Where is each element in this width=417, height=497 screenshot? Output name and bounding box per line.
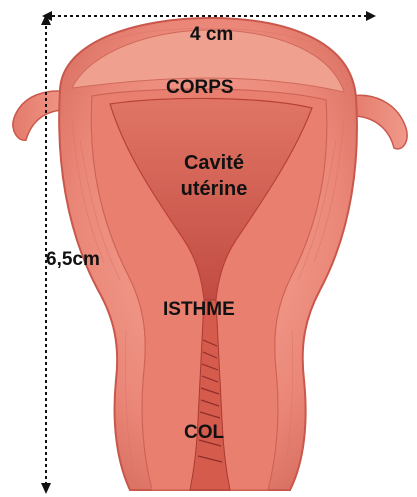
right-tube bbox=[350, 95, 407, 149]
height-label: 6,5cm bbox=[46, 250, 100, 269]
cavity-label: Cavité utérine bbox=[164, 150, 264, 202]
col-label: COL bbox=[184, 423, 224, 442]
cavity-label-line2: utérine bbox=[164, 176, 264, 202]
corps-label: CORPS bbox=[166, 78, 234, 97]
width-label: 4 cm bbox=[190, 25, 233, 44]
cavity-label-line1: Cavité bbox=[164, 150, 264, 176]
isthme-label: ISTHME bbox=[163, 300, 235, 319]
